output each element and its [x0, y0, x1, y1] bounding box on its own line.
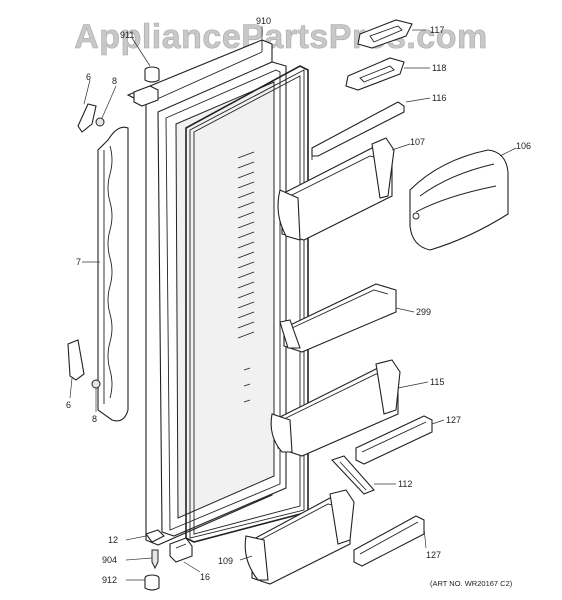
callout-299: 299	[416, 307, 431, 317]
callout-labels: 910 911 6 8 7 6 8 117 118 116 107 106 29…	[66, 16, 531, 585]
bin-115	[270, 359, 401, 457]
bin-107	[277, 137, 395, 241]
part-116-rail	[311, 101, 405, 160]
callout-118: 118	[432, 63, 446, 73]
callout-106: 106	[516, 141, 531, 151]
callout-127-bottom: 127	[426, 550, 441, 560]
part-904-screw	[151, 549, 159, 570]
part-118	[345, 57, 405, 91]
liner-ribs	[237, 151, 255, 403]
handle-mount-top	[77, 103, 105, 133]
shelf-299	[279, 283, 397, 353]
part-16-hinge	[169, 537, 193, 563]
callout-116: 116	[432, 93, 446, 103]
callout-107: 107	[410, 137, 425, 147]
callout-127-top: 127	[446, 415, 461, 425]
panel-127-top	[355, 415, 433, 465]
panel-127-bottom	[353, 515, 425, 567]
part-912-cap	[144, 574, 160, 591]
art-number: (ART NO. WR20167 C2)	[430, 579, 513, 588]
part-12-bracket	[145, 529, 165, 543]
callout-7: 7	[76, 257, 81, 267]
callout-109: 109	[218, 556, 233, 566]
callout-911: 911	[120, 30, 134, 40]
callout-8-top: 8	[112, 76, 117, 86]
part-911-cap	[144, 66, 160, 83]
callout-12: 12	[108, 535, 118, 545]
callout-112: 112	[398, 479, 412, 489]
part-117	[357, 19, 413, 49]
callout-6-bottom: 6	[66, 400, 71, 410]
door-handle	[97, 126, 129, 422]
bin-109	[244, 489, 355, 585]
leader-lines	[69, 26, 517, 581]
callout-912: 912	[102, 575, 117, 585]
callout-904: 904	[102, 555, 117, 565]
door-liner	[157, 61, 287, 537]
handle-mount-bottom	[67, 339, 101, 389]
part-112	[331, 455, 375, 495]
callout-8-bottom: 8	[92, 414, 97, 424]
callout-115: 115	[430, 377, 444, 387]
callout-6-top: 6	[86, 72, 91, 82]
callout-910: 910	[256, 16, 271, 26]
watermark-text: AppliancePartsPros.com	[74, 18, 487, 56]
callout-117: 117	[430, 25, 444, 35]
callout-16: 16	[200, 572, 210, 582]
cover-106	[409, 149, 509, 251]
